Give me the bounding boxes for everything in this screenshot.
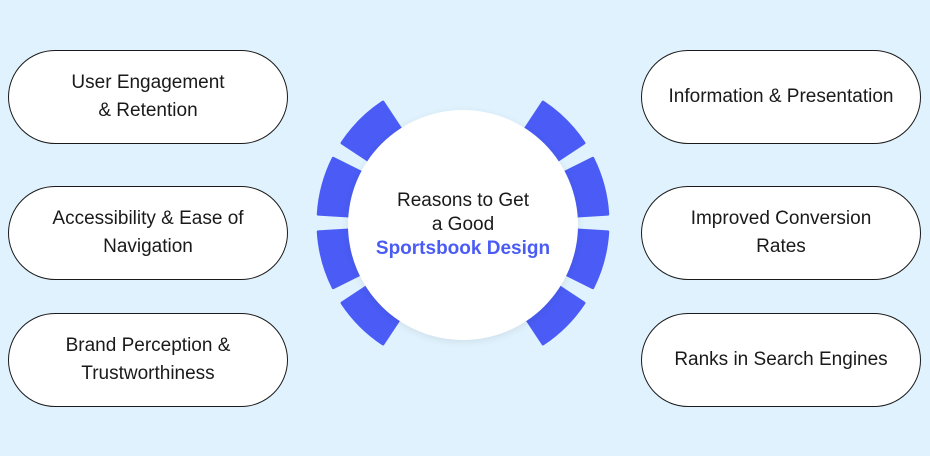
reason-label: Brand Perception & Trustworthiness [65,335,231,384]
center-title-line1: Reasons to Get [396,190,530,211]
reason-conversion: Improved Conversion Rates [641,186,921,280]
reason-accessibility: Accessibility & Ease of Navigation [8,186,288,280]
center-circle: Reasons to Get a Good Sportsbook Design [348,110,578,340]
center-title-highlight: Sportsbook Design [375,238,551,259]
reason-search-ranking: Ranks in Search Engines [641,313,921,407]
reason-user-engagement: User Engagement & Retention [8,50,288,144]
reason-brand-perception: Brand Perception & Trustworthiness [8,313,288,407]
reason-label: Improved Conversion Rates [690,208,872,257]
reason-information: Information & Presentation [641,50,921,144]
reason-label: Information & Presentation [668,86,894,107]
reason-label: Accessibility & Ease of Navigation [52,208,244,257]
reason-label: User Engagement & Retention [71,72,225,121]
reason-label: Ranks in Search Engines [674,349,888,370]
center-title-line2: a Good [431,214,495,235]
